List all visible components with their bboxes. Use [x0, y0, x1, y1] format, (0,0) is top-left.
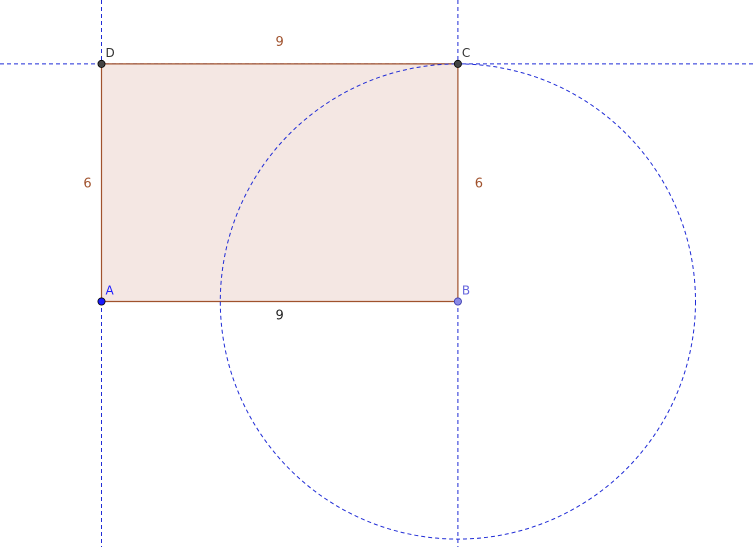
circle-centered-b: [219, 63, 696, 540]
side-label-bc: 6: [475, 177, 483, 192]
point-c[interactable]: [453, 59, 462, 68]
side-label-dc: 9: [276, 35, 284, 50]
side-label-ad: 6: [83, 177, 91, 192]
rectangle-abcd: [100, 63, 459, 303]
vertex-label-d: D: [106, 46, 115, 60]
point-b[interactable]: [453, 297, 462, 306]
vertex-label-b: B: [462, 284, 470, 298]
vertex-label-a: A: [106, 284, 115, 298]
point-a[interactable]: [97, 297, 106, 306]
vertex-label-c: C: [462, 46, 470, 60]
side-label-ab: 9: [276, 309, 284, 324]
point-d[interactable]: [97, 59, 106, 68]
